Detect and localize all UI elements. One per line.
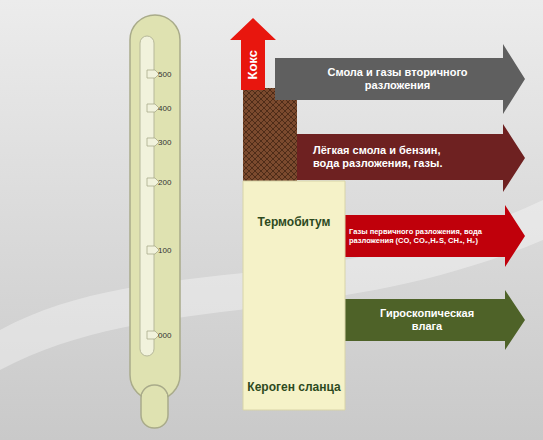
- shape-outline: [243, 181, 345, 410]
- thermometer: [130, 15, 180, 428]
- temperature-mark: 200: [158, 178, 171, 187]
- output-arrow: Газы первичного разложения, вода разложе…: [345, 205, 525, 267]
- shape-outline: [345, 205, 525, 267]
- box-title: Кероген сланца: [247, 380, 341, 394]
- output-arrow: Смола и газы вторичного разложения: [275, 44, 525, 114]
- arrow-label: Газы первичного разложения, вода разложе…: [349, 227, 503, 245]
- arrow-label: Кокс: [245, 40, 261, 90]
- arrow-label: Гироскопическая влага: [377, 307, 477, 333]
- shape-outline: [230, 18, 276, 90]
- thermobitum-column: [243, 88, 297, 181]
- shape-outline: [275, 44, 525, 114]
- temperature-mark: 300: [158, 138, 171, 147]
- output-arrow: Гироскопическая влага: [345, 290, 525, 350]
- shape-outline: [345, 290, 525, 350]
- thermobitum-label: Термобитум: [258, 215, 331, 229]
- temperature-mark: 100: [158, 246, 171, 255]
- arrow-label: Лёгкая смола и бензин, вода разложения, …: [313, 144, 463, 170]
- temperature-mark: 400: [158, 104, 171, 113]
- temperature-mark: 500: [158, 70, 171, 79]
- coke-arrow: Кокс: [230, 18, 276, 90]
- temperature-mark: 000: [158, 331, 171, 340]
- arrow-label: Смола и газы вторичного разложения: [305, 66, 490, 92]
